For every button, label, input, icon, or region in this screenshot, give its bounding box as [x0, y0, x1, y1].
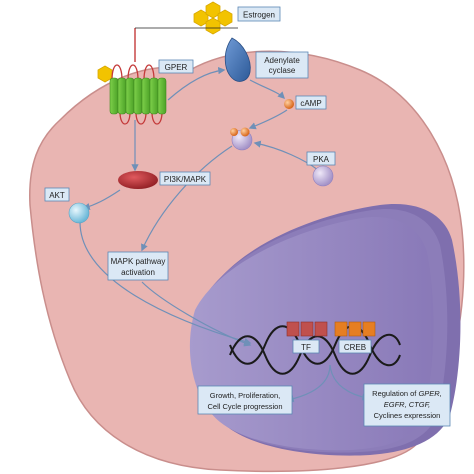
tf-text: TF — [301, 343, 311, 352]
akt-text: AKT — [49, 191, 65, 200]
estrogen-text: Estrogen — [243, 11, 275, 20]
pi3k-mapk-text: PI3K/MAPK — [164, 175, 207, 184]
label-camp: cAMP — [295, 95, 327, 110]
gper-helix — [157, 77, 167, 115]
arrow-gper-to-adenylate — [167, 67, 226, 101]
pi3k-mapk-shape — [118, 171, 158, 189]
label-mapk-activation: MAPK pathway activation — [107, 251, 169, 281]
label-tf: TF — [292, 339, 320, 354]
label-estrogen: Estrogen — [237, 6, 281, 22]
arrow-akt-to-dna — [79, 221, 252, 345]
growth-text-line1: Growth, Proliferation, — [210, 391, 280, 400]
label-akt: AKT — [44, 187, 70, 202]
label-pi3k-mapk: PI3K/MAPK — [159, 171, 211, 186]
gper-helix — [149, 77, 159, 115]
arrow-dna-to-regulation — [329, 364, 370, 401]
arrow-pka-to-complex — [253, 140, 319, 171]
regulation-text-line3: Cyclines expression — [374, 411, 441, 420]
estrogen-molecules — [97, 1, 233, 83]
gper-helix — [109, 77, 119, 115]
arrow-dna-to-growth — [286, 364, 331, 403]
arrow-camp-to-complex — [248, 109, 288, 130]
label-regulation: Regulation of GPER, EGFR, CTGF, Cyclines… — [363, 383, 451, 427]
adenylate-text-line2: cyclase — [269, 66, 296, 75]
regulation-prefix: Regulation of — [372, 389, 418, 398]
adenylate-text-line1: Adenylate — [264, 56, 300, 65]
label-gper: GPER — [158, 59, 194, 74]
label-adenylate-cyclase: Adenylate cyclase — [255, 51, 309, 79]
gper-helix — [141, 77, 151, 115]
gper-helix — [133, 77, 143, 115]
label-pka: PKA — [306, 151, 336, 166]
arrow-mapk-to-dna — [141, 281, 252, 347]
gper-helix — [125, 77, 135, 115]
pka-text: PKA — [313, 155, 330, 164]
creb-text: CREB — [344, 343, 366, 352]
mapk-text-line1: MAPK pathway — [111, 257, 166, 266]
akt-molecule — [68, 202, 90, 224]
pka-camp-complex — [230, 127, 253, 151]
label-creb: CREB — [338, 339, 372, 354]
camp-molecule — [284, 99, 294, 109]
regulation-text-line2: EGFR, CTGF, — [384, 400, 431, 409]
tf-factor — [286, 321, 328, 337]
camp-text: cAMP — [300, 99, 321, 108]
regulation-text-line1: Regulation of GPER, — [372, 389, 442, 398]
gper-helix — [117, 77, 127, 115]
adenylate-cyclase-shape — [224, 37, 251, 82]
arrow-adenylate-to-camp — [249, 79, 286, 100]
label-growth: Growth, Proliferation, Cell Cycle progre… — [197, 385, 293, 415]
mapk-text-line2: activation — [121, 268, 155, 277]
growth-text-line2: Cell Cycle progression — [207, 402, 282, 411]
gper-text: GPER — [165, 63, 188, 72]
estrogen-hexagon — [205, 17, 221, 35]
regulation-gper: GPER, — [418, 389, 441, 398]
creb-factor — [334, 321, 376, 337]
pka-molecule — [312, 165, 334, 187]
arrow-complex-to-mapk — [141, 145, 233, 252]
gper-receptor — [109, 27, 238, 125]
